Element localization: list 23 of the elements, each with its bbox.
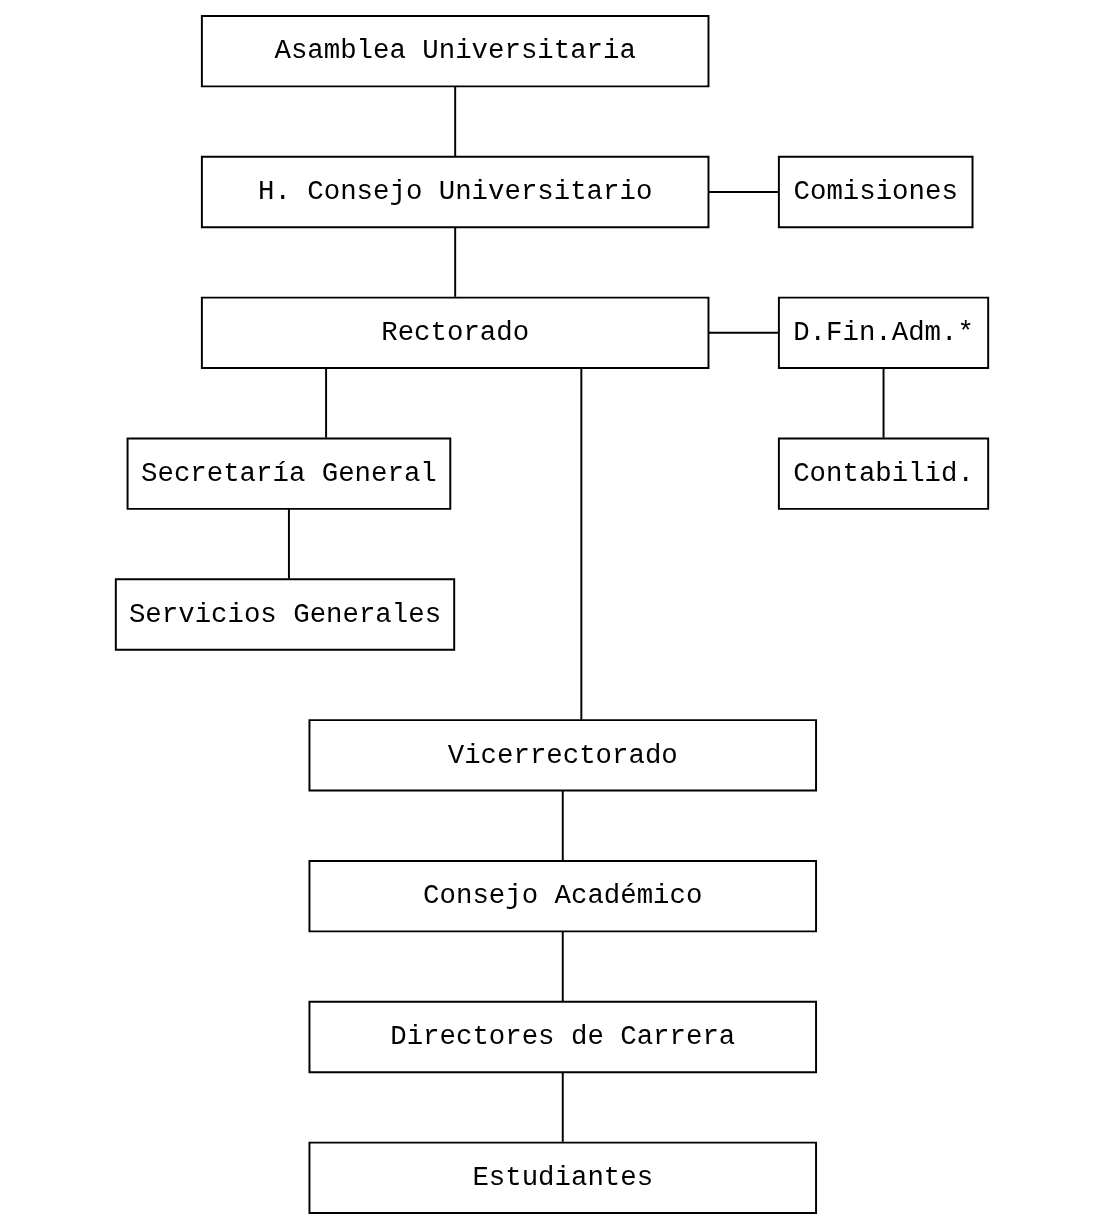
connector [707,331,779,334]
connector [561,1071,564,1143]
connector [561,789,564,862]
node-box: D.Fin.Adm.* [777,296,990,370]
node-box: Rectorado [200,296,710,370]
node-box: Servicios Generales [114,578,456,651]
connector [882,367,885,439]
node-box: Consejo Académico [308,859,818,933]
connector [325,367,328,439]
connector [561,930,564,1002]
node-box: Vicerrectorado [308,719,818,792]
node-box: Comisiones [777,155,974,229]
connector [580,367,583,721]
connector [287,508,290,580]
node-box: Asamblea Universitaria [200,15,710,88]
node-box: Directores de Carrera [308,1000,818,1074]
node-box: Secretaría General [126,437,452,510]
connector [707,191,780,193]
node-box: Estudiantes [308,1141,818,1214]
node-box: H. Consejo Universitario [200,155,710,229]
connector [454,85,457,157]
node-box: Contabilid. [777,437,990,510]
connector [454,226,457,298]
